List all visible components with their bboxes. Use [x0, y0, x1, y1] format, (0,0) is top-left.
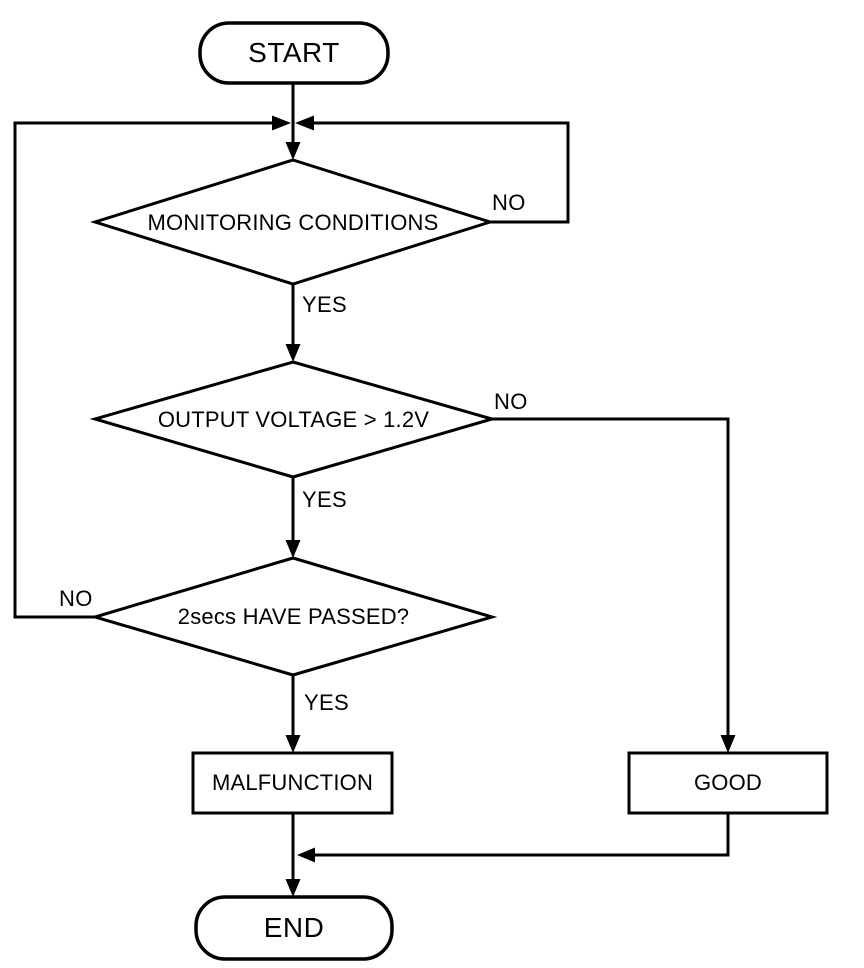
arrowhead-into-malfunction: [285, 735, 301, 753]
arrowhead-into-good: [720, 735, 736, 753]
arrowhead-into-passed: [285, 540, 301, 558]
end-node-label: END: [263, 912, 325, 944]
arrowhead-into-end: [285, 879, 301, 897]
merge-arrowhead-left: [272, 115, 291, 131]
good-node-label: GOOD: [693, 770, 763, 796]
passed-yes-label: YES: [304, 690, 349, 715]
end-node-shape: [194, 895, 394, 961]
monitoring-conditions-label: MONITORING CONDITIONS: [147, 210, 439, 236]
edge-passed-no-loop: [13, 121, 273, 619]
malfunction-node-label: MALFUNCTION: [211, 770, 374, 796]
edge-good-join: [314, 813, 730, 857]
voltage-no-label: NO: [494, 389, 528, 414]
arrowhead-good-junction: [297, 847, 315, 863]
output-voltage-label: OUTPUT VOLTAGE > 1.2V: [157, 406, 430, 432]
merge-arrowhead-right: [295, 115, 314, 131]
passed-no-label: NO: [59, 586, 93, 611]
edge-voltage-no: [492, 417, 730, 737]
edge-monitoring-no-loop: [313, 121, 570, 224]
start-node-label: START: [248, 37, 340, 69]
voltage-yes-label: YES: [302, 487, 347, 512]
secs-passed-label: 2secs HAVE PASSED?: [177, 604, 410, 630]
arrowhead-into-voltage: [285, 344, 301, 362]
monitoring-yes-label: YES: [302, 292, 347, 317]
monitoring-no-label: NO: [492, 190, 526, 215]
arrowhead-into-monitoring: [285, 142, 301, 160]
